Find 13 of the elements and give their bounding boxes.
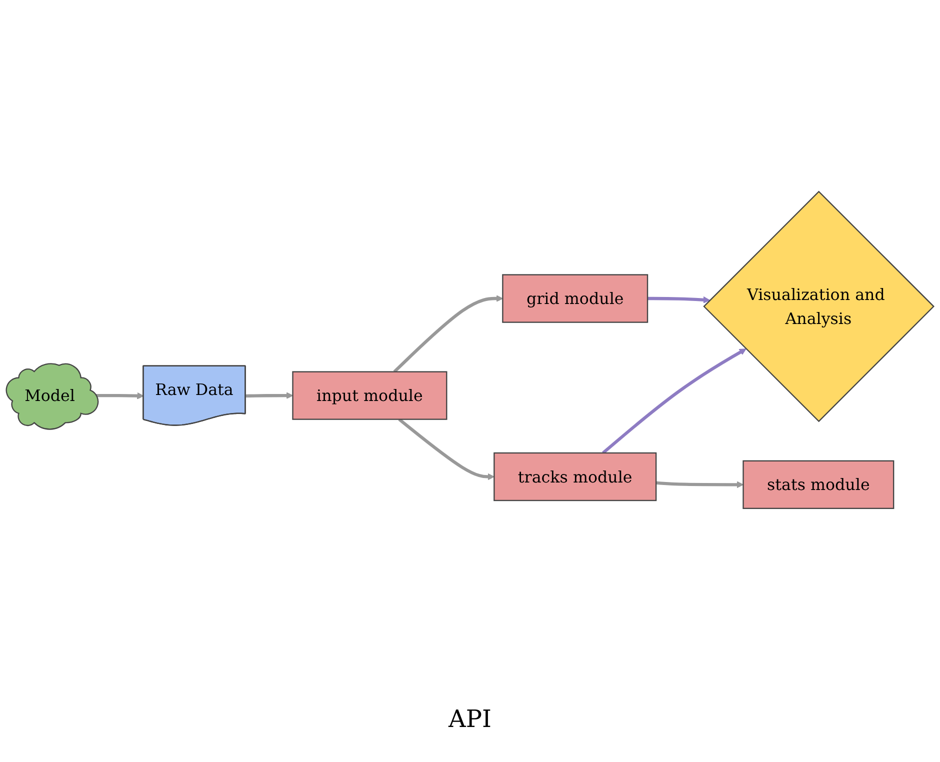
node-diamond: Visualization and Analysis [703, 190, 934, 422]
node-box: tracks module [494, 452, 657, 502]
node-box: stats module [742, 460, 894, 509]
note-label: API [448, 705, 492, 733]
arrow [246, 392, 294, 400]
arrow [96, 392, 144, 400]
arrow [602, 348, 746, 454]
arrow [648, 296, 710, 304]
arrow [393, 295, 504, 373]
arrow [398, 418, 494, 480]
node-box: grid module [502, 274, 648, 323]
node-box: input module [292, 371, 448, 420]
arrow [656, 481, 744, 488]
